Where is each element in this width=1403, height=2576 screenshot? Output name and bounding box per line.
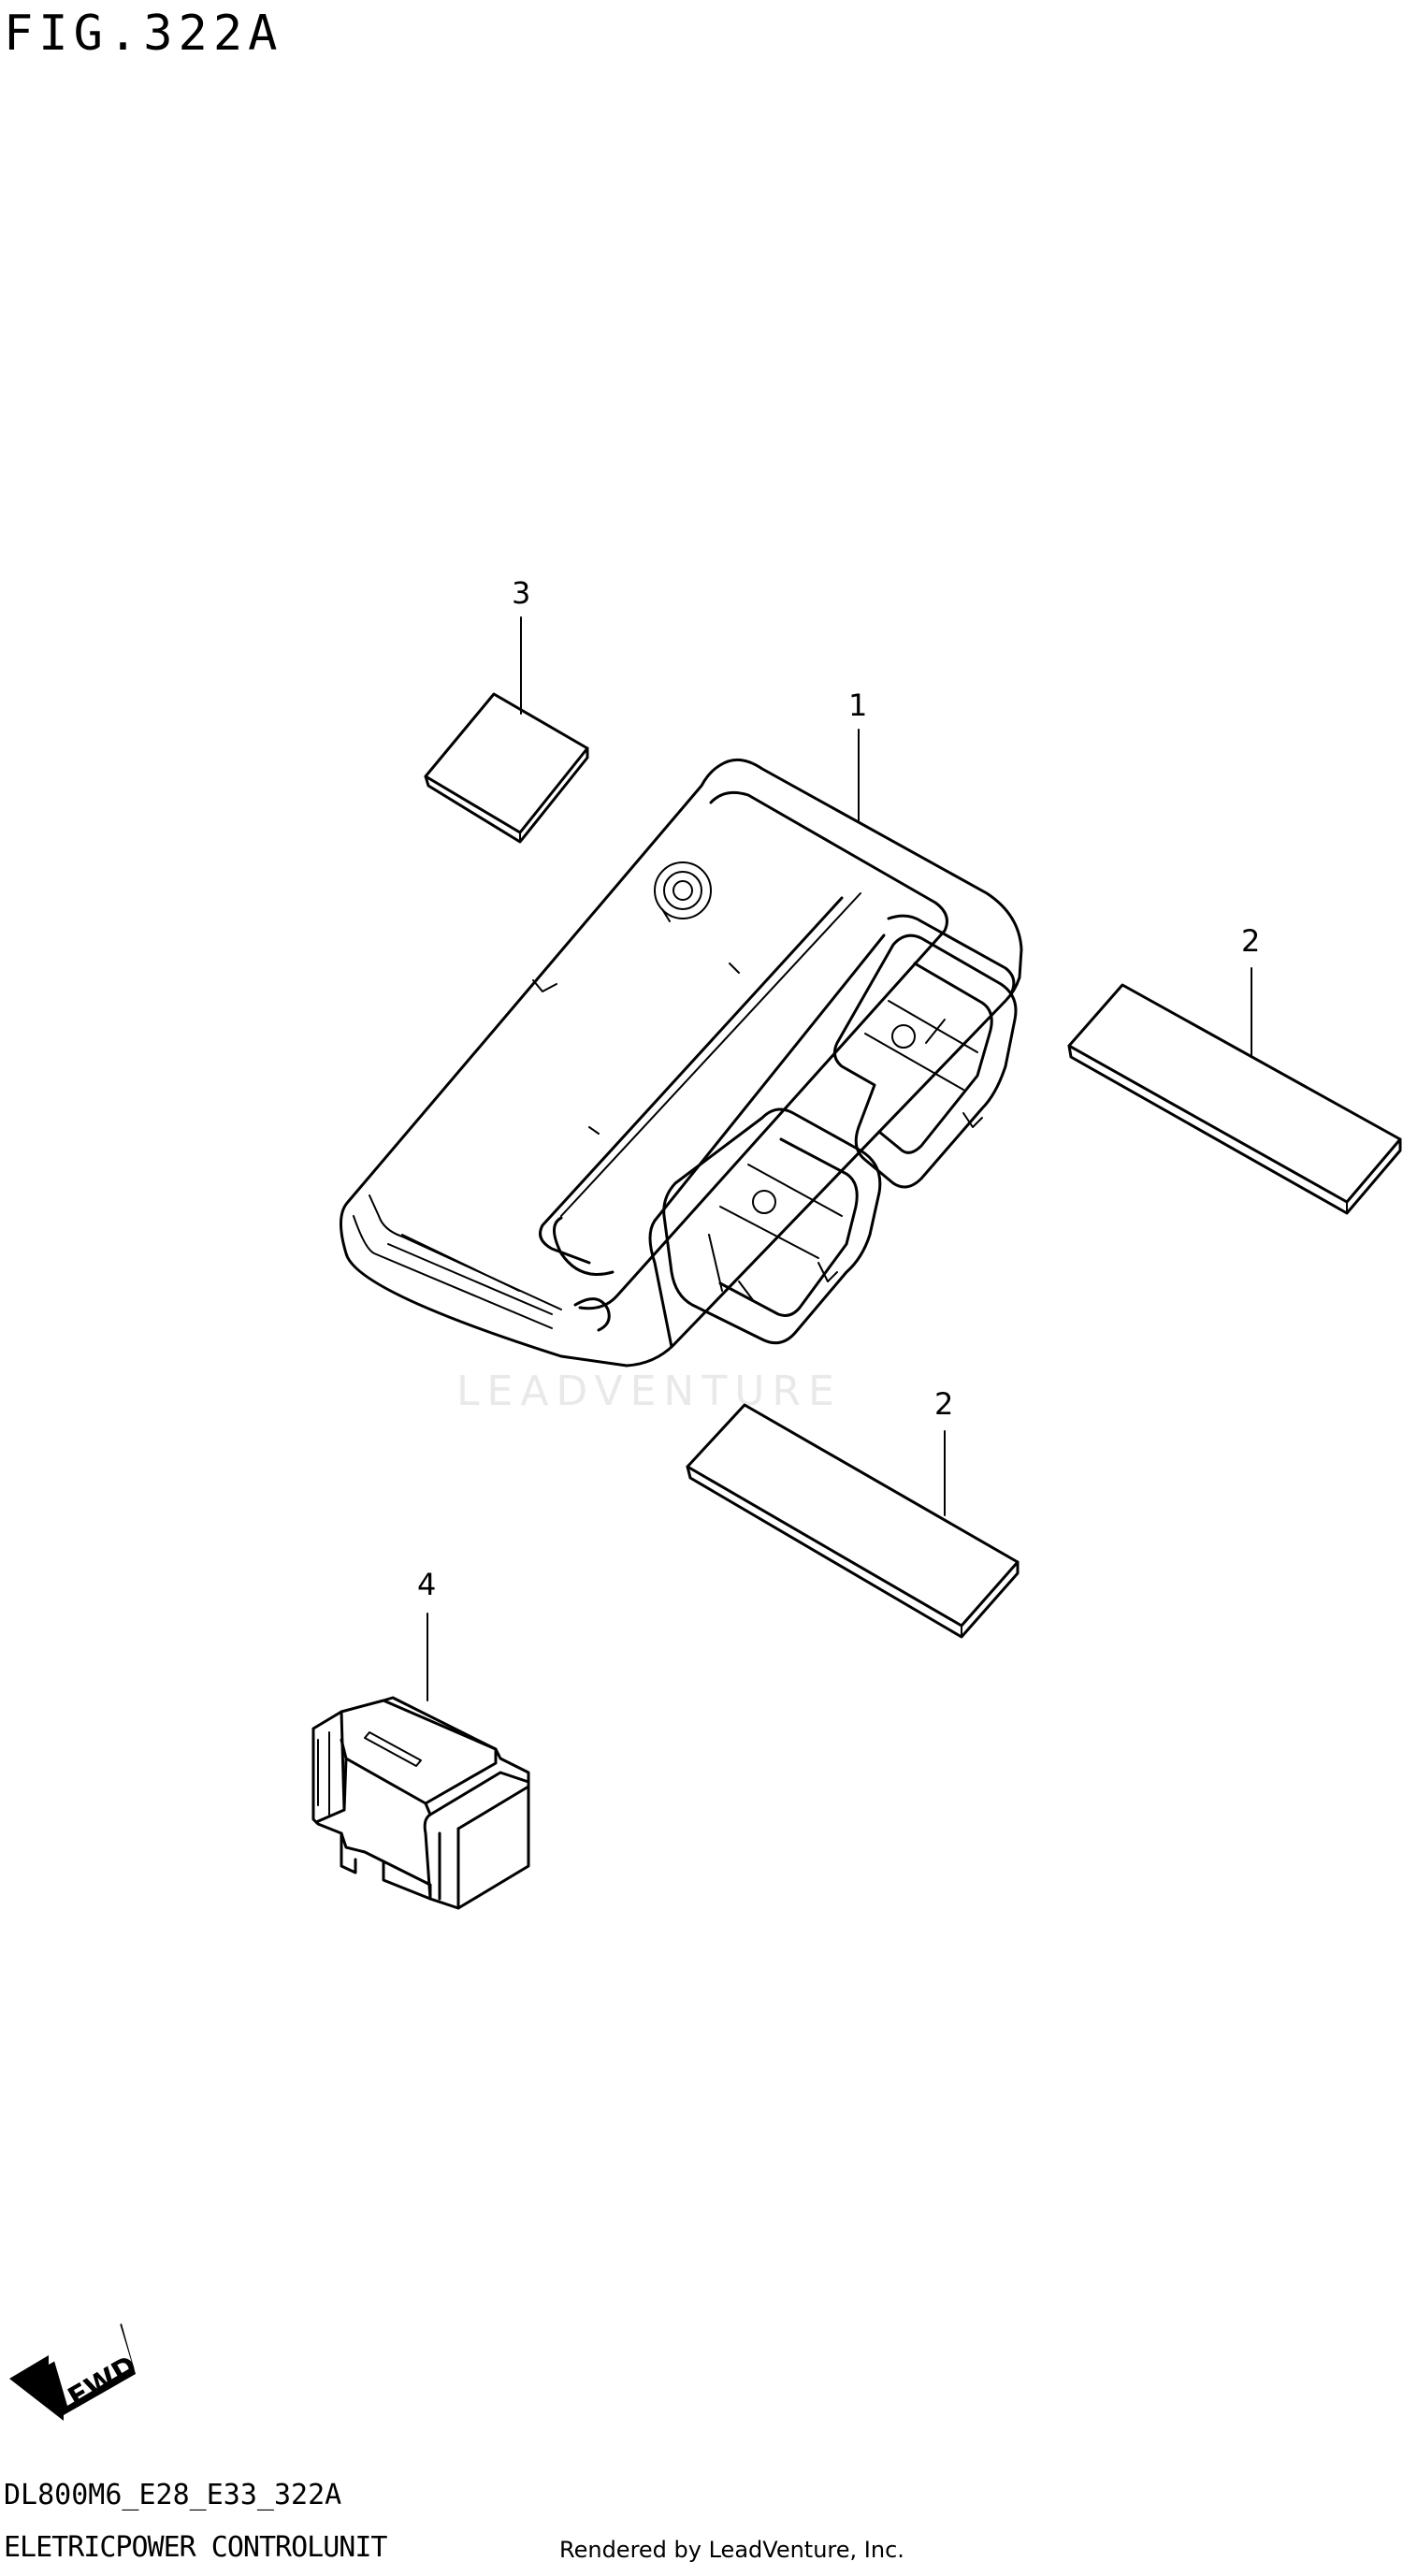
figure-title: FIG.322A bbox=[4, 6, 283, 62]
diagram-code: DL800M6_E28_E33_322A bbox=[4, 2479, 342, 2511]
part-4-relay[interactable] bbox=[311, 1696, 530, 1910]
callout-2-lower[interactable]: 2 bbox=[934, 1386, 953, 1422]
callout-2-upper[interactable]: 2 bbox=[1241, 923, 1260, 959]
part-3-pad[interactable] bbox=[424, 692, 589, 844]
fwd-arrow-icon: FWD bbox=[9, 2323, 143, 2421]
callout-1[interactable]: 1 bbox=[848, 687, 867, 723]
part-2-strip-lower[interactable] bbox=[686, 1403, 1020, 1639]
callout-4[interactable]: 4 bbox=[417, 1567, 436, 1602]
callout-3[interactable]: 3 bbox=[512, 575, 530, 611]
diagram-name: ELETRICPOWER CONTROLUNIT bbox=[4, 2531, 387, 2564]
rendered-by-credit: Rendered by LeadVenture, Inc. bbox=[559, 2537, 904, 2563]
watermark: LEADVENTURE bbox=[456, 1368, 842, 1415]
part-2-strip-upper[interactable] bbox=[1067, 983, 1402, 1215]
part-1-control-unit[interactable] bbox=[340, 758, 1023, 1368]
